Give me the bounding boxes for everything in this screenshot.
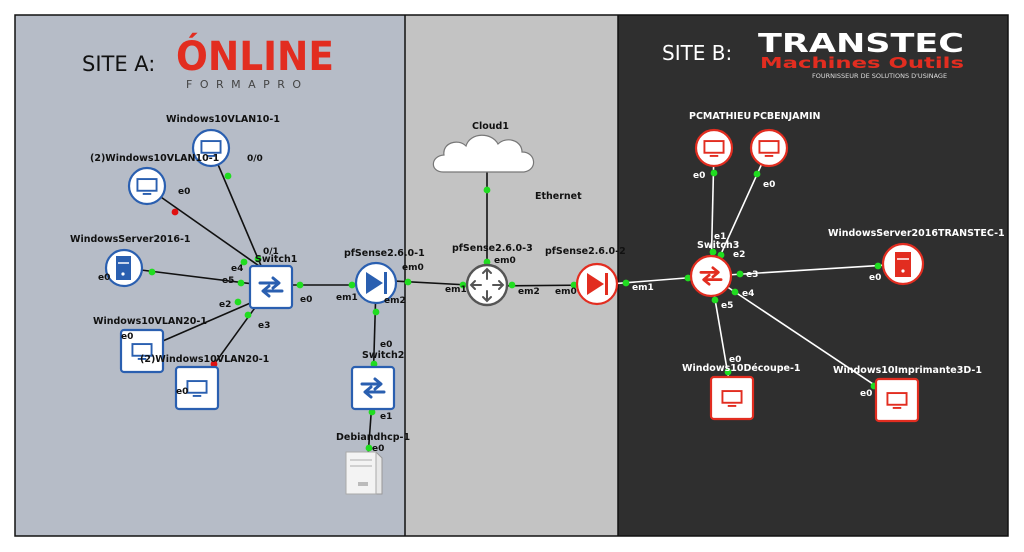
node-pcmathieu[interactable] [694, 128, 734, 168]
node-win10vlan20-1[interactable] [119, 328, 165, 374]
server-icon [895, 252, 911, 277]
port-e0: e0 [869, 273, 881, 283]
port-e5: e5 [222, 276, 234, 286]
node-switch2[interactable] [350, 365, 396, 411]
port-e1: e1 [714, 232, 726, 242]
svg-text:Machines Outils: Machines Outils [760, 54, 964, 72]
node-winserver2016-1[interactable] [104, 248, 144, 288]
node-switch3[interactable] [689, 254, 733, 298]
port-e0: e0 [380, 340, 392, 350]
label-pfsense3: pfSense2.6.0-3 [452, 243, 533, 254]
label-switch3: Switch3 [697, 240, 739, 251]
site-b-zone [618, 15, 1008, 536]
node-pcbenjamin[interactable] [749, 128, 789, 168]
port-e4: e4 [742, 289, 754, 299]
port-em2: em2 [518, 287, 540, 297]
label-switch1: Switch1 [255, 254, 297, 265]
svg-text:ÓNLINE: ÓNLINE [176, 32, 334, 80]
port-e0: e0 [176, 387, 188, 397]
node-switch1[interactable] [248, 264, 294, 310]
node-cloud1[interactable] [432, 134, 535, 173]
label-win10decoupe: Windows10Découpe-1 [682, 363, 801, 374]
port-e3: e3 [258, 321, 270, 331]
port-e2: e2 [219, 300, 231, 310]
port-e0: e0 [860, 389, 872, 399]
label-cloud1: Cloud1 [472, 121, 509, 132]
site-a-zone [15, 15, 405, 536]
port-em2: em2 [384, 296, 406, 306]
port-e1: e1 [380, 412, 392, 422]
svg-text:TRANSTEC: TRANSTEC [758, 29, 964, 59]
label-win10vlan10-1b: (2)Windows10VLAN10-1 [90, 153, 219, 164]
port-e0: e0 [178, 187, 190, 197]
link-switch3-imprimante[interactable] [710, 275, 898, 401]
port-em1: em1 [336, 293, 358, 303]
label-pfsense2: pfSense2.6.0-2 [545, 246, 626, 257]
node-win10decoupe[interactable] [709, 375, 755, 421]
cloud-icon [432, 134, 535, 173]
port-em0: em0 [555, 287, 577, 297]
port-0-1: 0/1 [263, 247, 279, 257]
port-e4: e4 [231, 264, 243, 274]
port-e0: e0 [121, 332, 133, 342]
svg-text:F O R M A P R O: F O R M A P R O [186, 78, 303, 91]
router-arrows-icon [469, 267, 505, 303]
label-ethernet: Ethernet [535, 191, 582, 202]
label-win10vlan20-1b: (2)Windows10VLAN20-1 [140, 354, 269, 365]
port-e0: e0 [372, 444, 384, 454]
port-em0: em0 [494, 256, 516, 266]
node-win10vlan10-1[interactable] [191, 128, 231, 168]
port-em0: em0 [402, 263, 424, 273]
node-pfsense3-router[interactable] [465, 263, 509, 307]
port-em1: em1 [445, 285, 467, 295]
label-winserver2016transtec: WindowsServer2016TRANSTEC-1 [828, 228, 1005, 239]
node-win10vlan10-1b[interactable] [127, 166, 167, 206]
label-pfsense1: pfSense2.6.0-1 [344, 248, 425, 259]
port-e0: e0 [729, 355, 741, 365]
node-debiandhcp-1[interactable] [345, 451, 383, 495]
label-winserver2016-1: WindowsServer2016-1 [70, 234, 191, 245]
port-e0: e0 [300, 295, 312, 305]
node-winserver2016transtec[interactable] [881, 242, 925, 286]
port-e3: e3 [746, 270, 758, 280]
link-win10vlan10b-switch1[interactable] [147, 187, 263, 269]
label-win10imprimante3d: Windows10Imprimante3D-1 [833, 365, 982, 376]
node-win10vlan20-1b[interactable] [174, 365, 220, 411]
label-pcmathieu: PCMATHIEU [689, 111, 751, 122]
port-e5: e5 [721, 301, 733, 311]
node-pfsense1[interactable] [354, 261, 398, 305]
label-debiandhcp-1: Debiandhcp-1 [336, 432, 410, 443]
label-win10vlan10-1: Windows10VLAN10-1 [166, 114, 280, 125]
port-e0: e0 [693, 171, 705, 181]
site-a-title: SITE A: [82, 52, 155, 76]
transtec-logo: TRANSTEC Machines Outils FOURNISSEUR DE … [758, 29, 964, 80]
label-win10vlan20-1: Windows10VLAN20-1 [93, 316, 207, 327]
site-b-title: SITE B: [662, 41, 732, 65]
port-e0: e0 [763, 180, 775, 190]
link-win10vlan10-switch1[interactable] [210, 147, 263, 269]
node-pfsense2[interactable] [575, 262, 619, 306]
port-e0: e0 [98, 273, 110, 283]
node-win10imprimante3d[interactable] [874, 377, 920, 423]
port-0-0: 0/0 [247, 154, 263, 164]
server-tower-icon [345, 451, 377, 495]
svg-text:FOURNISSEUR DE SOLUTIONS D'USI: FOURNISSEUR DE SOLUTIONS D'USINAGE [812, 72, 947, 80]
server-icon [116, 256, 131, 280]
online-logo: ÓNLINE F O R M A P R O [176, 32, 334, 91]
diagram-border [14, 14, 1009, 537]
label-pcbenjamin: PCBENJAMIN [753, 111, 820, 122]
port-e2: e2 [733, 250, 745, 260]
label-switch2: Switch2 [362, 350, 404, 361]
port-em1: em1 [632, 283, 654, 293]
